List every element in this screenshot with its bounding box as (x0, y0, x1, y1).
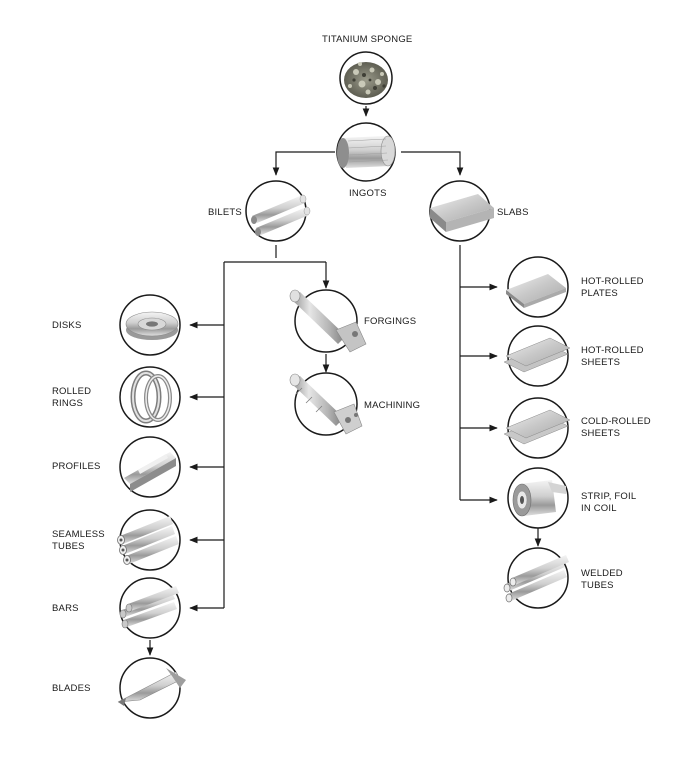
label-line: MACHINING (364, 400, 421, 411)
label-ingots: INGOTS (349, 188, 387, 200)
label-line: SHEETS (581, 357, 621, 368)
label-blades: BLADES (52, 683, 91, 695)
label-line: BLADES (52, 683, 91, 694)
seamless-tubes-icon (117, 516, 179, 565)
label-line: PLATES (581, 288, 618, 299)
forging-part-icon (289, 289, 367, 353)
label-line: IN COIL (581, 503, 617, 514)
label-line: DISKS (52, 320, 82, 331)
label-profiles: PROFILES (52, 461, 101, 473)
label-line: RINGS (52, 398, 84, 409)
slab-icon (430, 194, 494, 232)
profiles-icon (124, 452, 176, 492)
label-line: TUBES (581, 580, 614, 591)
label-line: PROFILES (52, 461, 101, 472)
label-forgings: FORGINGS (364, 316, 416, 328)
label-titanium-sponge: TITANIUM SPONGE (322, 34, 412, 46)
node-circle-bars (119, 577, 181, 639)
rolled-rings-icon (130, 370, 172, 424)
disk-icon (125, 311, 179, 340)
node-circle-rings (119, 366, 181, 428)
node-circle-disks (119, 294, 181, 356)
label-bilets: BILETS (208, 207, 242, 219)
label-line: INGOTS (349, 188, 387, 199)
sheets-icon (503, 409, 571, 445)
label-line: ROLLED (52, 386, 92, 397)
ingot-cylinder-icon (337, 135, 396, 168)
label-welded-tubes: WELDED TUBES (581, 568, 623, 592)
label-line: HOT-ROLLED (581, 276, 644, 287)
node-circle-plates (507, 256, 569, 318)
bars-icon (119, 586, 179, 629)
label-cold-rolled-sheets: COLD-ROLLED SHEETS (581, 416, 651, 440)
label-machining: MACHINING (364, 400, 420, 412)
blade-icon (117, 668, 186, 706)
label-line: SHEETS (581, 428, 621, 439)
coil-icon (512, 480, 566, 517)
label-hot-rolled-sheets: HOT-ROLLED SHEETS (581, 345, 644, 369)
label-disks: DISKS (52, 320, 82, 332)
label-rolled-rings: ROLLED RINGS (52, 386, 91, 410)
welded-tubes-icon (503, 555, 569, 603)
label-strip-foil-coil: STRIP, FOIL IN COIL (581, 491, 636, 515)
connector-lines (146, 106, 542, 656)
edge-ingots-bilets (272, 151, 335, 176)
titanium-sponge-icon (344, 62, 388, 98)
node-circle-welded (507, 547, 569, 609)
edge-ingots-slabs (401, 151, 464, 176)
label-line: WELDED (581, 568, 623, 579)
label-line: TITANIUM SPONGE (322, 34, 413, 45)
node-circle-sponge (339, 51, 393, 105)
label-slabs: SLABS (497, 207, 529, 219)
machined-part-icon (289, 373, 363, 435)
label-hot-rolled-plates: HOT-ROLLED PLATES (581, 276, 644, 300)
label-line: FORGINGS (364, 316, 417, 327)
label-line: HOT-ROLLED (581, 345, 644, 356)
label-line: STRIP, FOIL (581, 491, 637, 502)
label-line: BILETS (208, 207, 242, 218)
label-line: SLABS (497, 207, 529, 218)
label-line: BARS (52, 603, 79, 614)
plate-icon (506, 274, 566, 308)
node-circle-strip (507, 467, 569, 529)
label-line: COLD-ROLLED (581, 416, 651, 427)
sheets-icon (503, 337, 571, 373)
node-circle-forgings (294, 289, 358, 353)
label-bars: BARS (52, 603, 79, 615)
node-circle-profiles (119, 436, 181, 498)
billets-icon (251, 194, 311, 236)
node-circle-machining (294, 372, 358, 436)
label-seamless-tubes: SEAMLESS TUBES (52, 529, 105, 553)
label-line: TUBES (52, 541, 85, 552)
label-line: SEAMLESS (52, 529, 105, 540)
